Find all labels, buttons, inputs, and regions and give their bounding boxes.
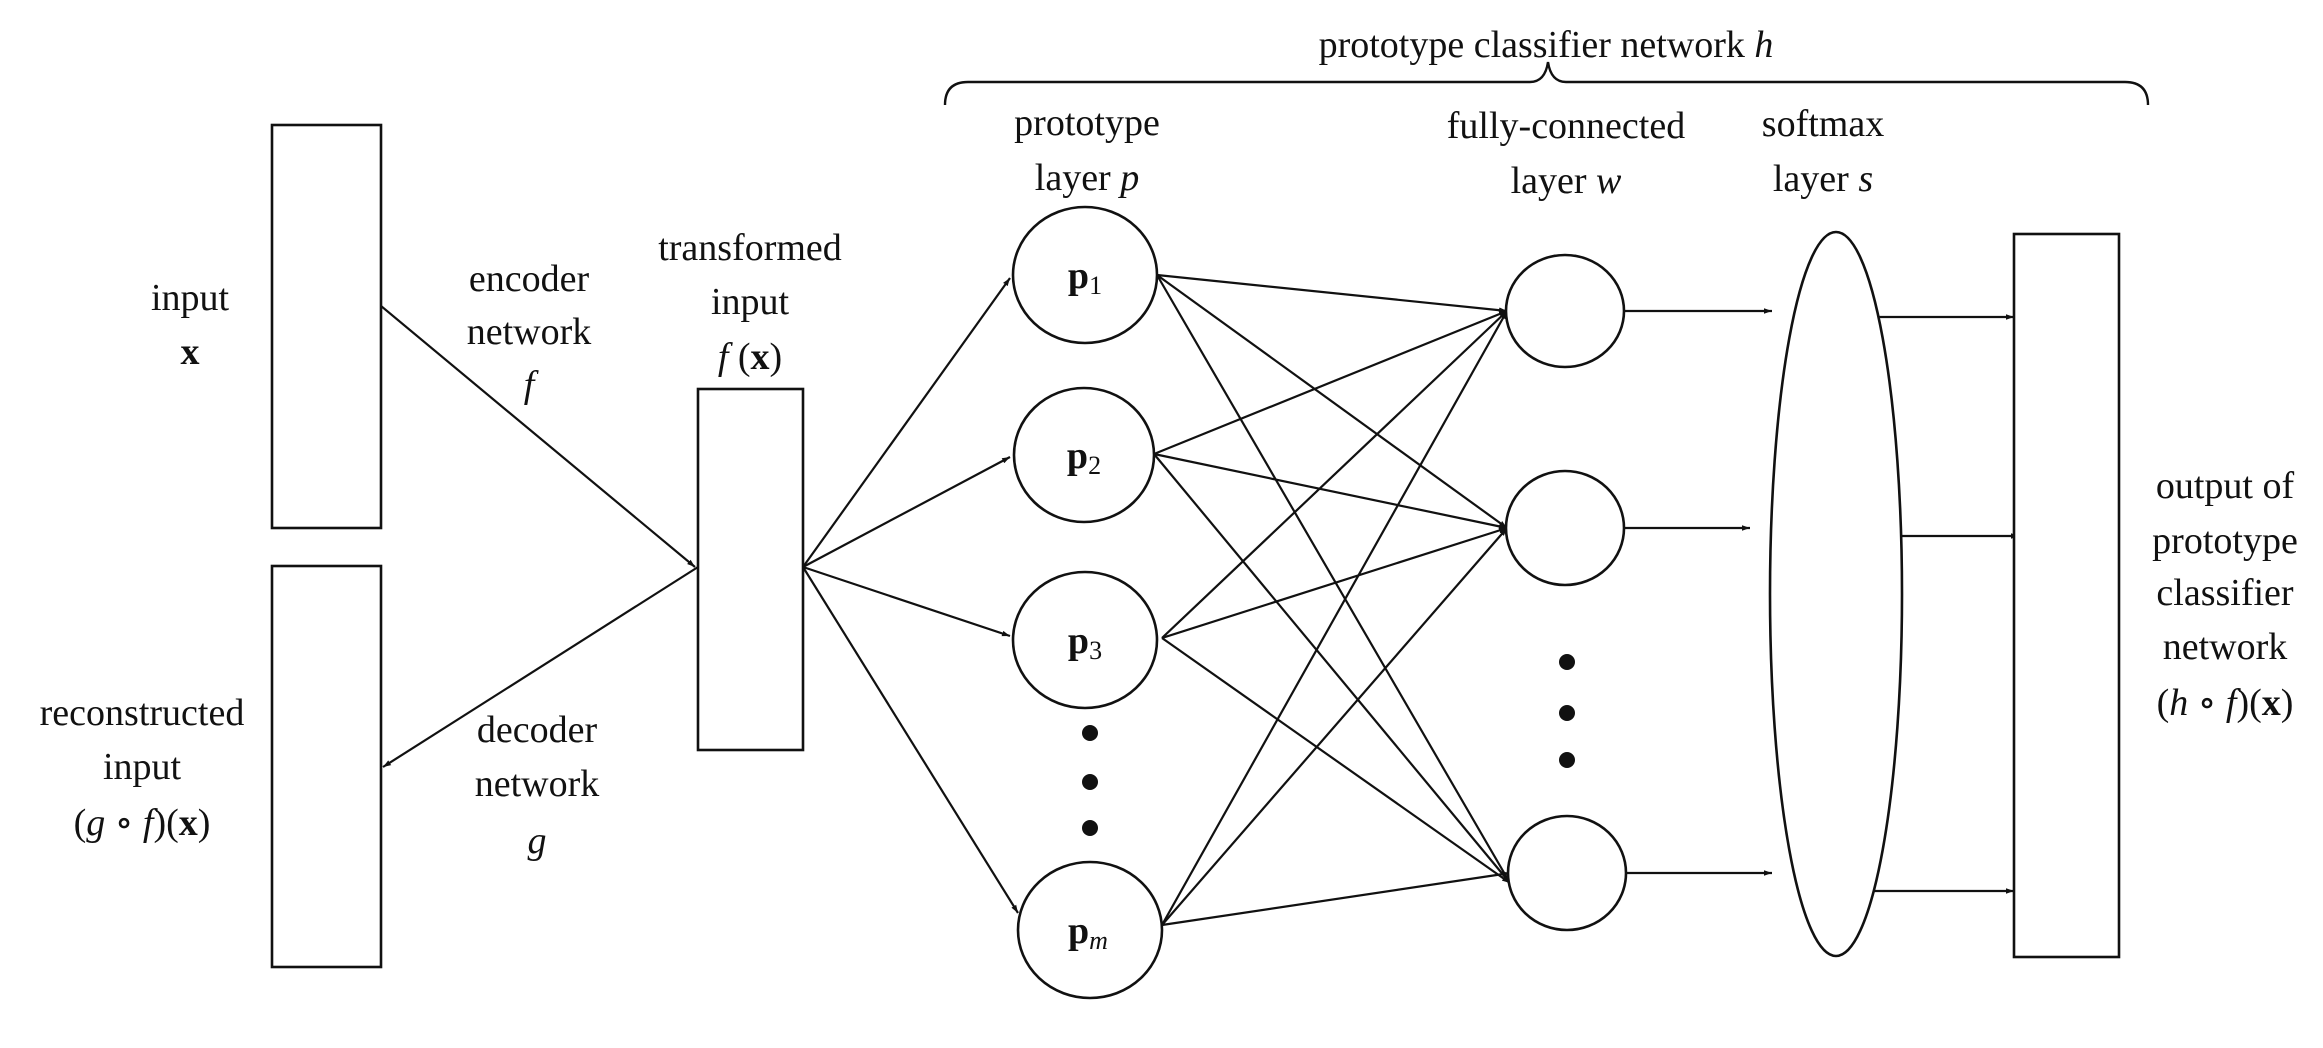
svg-text:encoder: encoder [469, 258, 590, 300]
svg-text:prototype: prototype [1014, 102, 1160, 144]
output-label: output of prototype classifier network (… [2152, 465, 2298, 724]
svg-text:layer w: layer w [1511, 160, 1622, 202]
svg-text:g: g [528, 820, 547, 862]
transformed-input-label: transformed input f (x) [658, 227, 842, 378]
prototype-node-1: p1 [1011, 205, 1159, 345]
svg-text:softmax: softmax [1762, 103, 1884, 145]
svg-text:network: network [475, 763, 600, 805]
transformed-input-box [696, 387, 805, 752]
svg-text:fully-connected: fully-connected [1447, 105, 1685, 147]
prototype-node-3: p3 [1011, 570, 1159, 710]
input-label: input x [151, 277, 230, 373]
svg-text:decoder: decoder [477, 709, 598, 751]
svg-text:transformed: transformed [658, 227, 842, 269]
svg-text:network: network [467, 311, 592, 353]
svg-text:input: input [103, 746, 182, 788]
prototype-node-m: pm [1016, 860, 1164, 1000]
decoder-arrow [382, 566, 699, 768]
reconstructed-input-label: reconstructed input (g ∘ f)(x) [40, 692, 245, 844]
softmax-to-output-edges [1871, 314, 2019, 894]
fc-node-2 [1504, 469, 1626, 587]
svg-text:x: x [181, 331, 200, 373]
svg-text:(h ∘ f)(x): (h ∘ f)(x) [2157, 682, 2294, 724]
prototype-node-2: p2 [1012, 386, 1156, 524]
prototype-layer-label: prototype layer p [1014, 102, 1160, 199]
encoder-label: encoder network f [467, 258, 592, 406]
svg-text:layer p: layer p [1035, 157, 1139, 199]
svg-text:input: input [151, 277, 230, 319]
svg-text:p3: p3 [1068, 620, 1102, 665]
softmax-ellipse [1768, 230, 1904, 958]
svg-text:pm: pm [1068, 910, 1108, 955]
svg-text:f: f [524, 364, 539, 406]
svg-text:input: input [711, 281, 790, 323]
fc-to-softmax-edges [1624, 308, 1772, 876]
input-to-prototype-edges [802, 277, 1019, 914]
svg-text:layer s: layer s [1773, 158, 1873, 200]
encoder-arrow [380, 305, 696, 568]
fc-node-1 [1504, 253, 1626, 369]
decoder-label: decoder network g [475, 709, 600, 862]
svg-text:prototype: prototype [2152, 520, 2298, 562]
fc-layer-label: fully-connected layer w [1447, 105, 1685, 202]
reconstructed-input-box [270, 564, 383, 969]
svg-text:network: network [2163, 626, 2288, 668]
softmax-layer-label: softmax layer s [1762, 103, 1884, 200]
output-box [2012, 232, 2121, 959]
svg-text:reconstructed: reconstructed [40, 692, 245, 734]
svg-text:output of: output of [2156, 465, 2295, 507]
fc-ellipsis-dots [1559, 654, 1575, 768]
svg-text:classifier: classifier [2156, 572, 2294, 614]
classifier-brace [943, 61, 2150, 106]
fc-node-k [1506, 814, 1628, 932]
svg-text:p2: p2 [1067, 435, 1101, 480]
input-box [270, 123, 383, 530]
svg-text:p1: p1 [1068, 255, 1102, 300]
prototype-ellipsis-dots [1082, 725, 1098, 836]
svg-text:f (x): f (x) [718, 336, 782, 378]
prototype-to-fc-edges [1153, 273, 1511, 927]
svg-text:(g ∘ f)(x): (g ∘ f)(x) [74, 802, 211, 844]
header-label: prototype classifier network h [1319, 24, 1774, 66]
